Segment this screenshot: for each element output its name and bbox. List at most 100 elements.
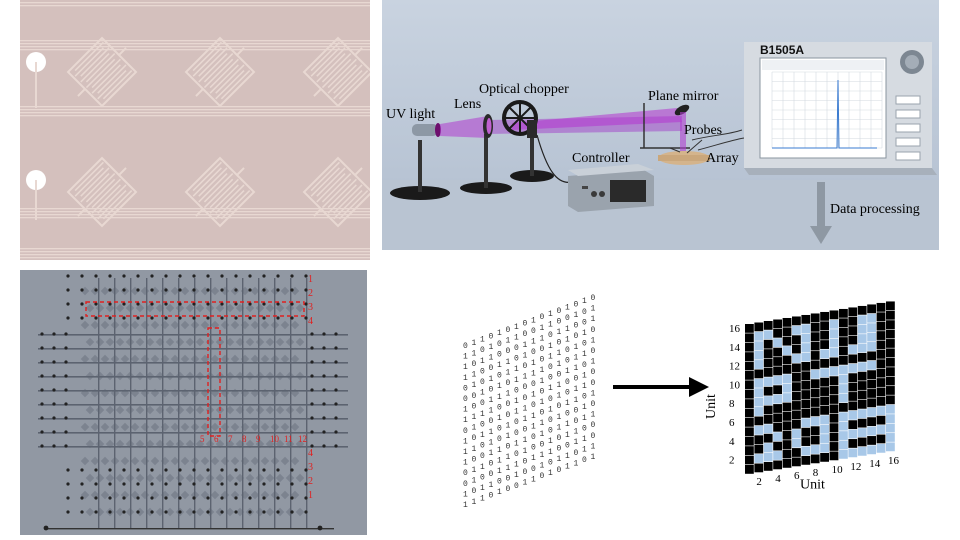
- heatmap-cell: [857, 418, 867, 428]
- heatmap-cell: [773, 460, 782, 470]
- heatmap-cell: [792, 325, 801, 335]
- heatmap-cell: [754, 407, 764, 416]
- binary-digit: 1: [540, 462, 545, 471]
- highlight-column-box: [207, 327, 221, 437]
- heatmap-cell: [839, 318, 848, 328]
- binary-digit: 1: [480, 410, 485, 419]
- heatmap-cell: [763, 414, 773, 424]
- binary-digit: 0: [497, 435, 502, 444]
- binary-digit: 1: [548, 384, 553, 393]
- heatmap-cell: [867, 436, 876, 445]
- binary-digit: 0: [557, 402, 562, 411]
- binary-digit: 1: [565, 420, 570, 429]
- heatmap-cell: [754, 322, 764, 332]
- binary-digit: 1: [514, 471, 519, 480]
- heatmap-cell: [763, 452, 773, 462]
- binary-digit: 0: [557, 434, 562, 443]
- electrode-micrograph-svg: [20, 2, 370, 259]
- binary-digit: 1: [531, 412, 536, 421]
- heatmap-cell: [848, 335, 858, 345]
- lens: [460, 114, 512, 194]
- heatmap-cell: [857, 446, 867, 456]
- binary-digit: 0: [565, 314, 570, 323]
- binary-digit: 1: [497, 329, 502, 338]
- binary-digit: 1: [480, 484, 485, 493]
- binary-digit: 0: [506, 379, 511, 388]
- heatmap-cell: [801, 408, 811, 418]
- heatmap-cell: [773, 338, 782, 348]
- binary-digit: 0: [548, 331, 553, 340]
- x-axis-label: Unit: [800, 477, 825, 492]
- binary-digit: 0: [565, 388, 570, 397]
- binary-digit: 1: [582, 414, 587, 423]
- heatmap-cell: [839, 346, 848, 356]
- binary-digit: 1: [574, 428, 579, 437]
- x-tick-label: 6: [794, 470, 800, 482]
- binary-digit: 1: [565, 463, 570, 472]
- heatmap-cell: [773, 441, 782, 451]
- heatmap-cell: [754, 360, 764, 369]
- heatmap-cell: [839, 327, 848, 337]
- heatmap-cell: [745, 455, 754, 465]
- binary-digit: 0: [514, 482, 519, 491]
- heatmap-cell: [839, 393, 848, 403]
- binary-digit: 1: [565, 367, 570, 376]
- binary-digit: 1: [506, 432, 511, 441]
- heatmap-cell: [792, 448, 801, 457]
- binary-digit: 1: [548, 321, 553, 330]
- binary-digit: 1: [531, 454, 536, 463]
- y-tick-label: 8: [729, 398, 735, 410]
- heatmap-cell: [867, 426, 876, 436]
- binary-digit: 0: [540, 440, 545, 449]
- heatmap-cell: [848, 307, 858, 317]
- binary-digit: 0: [557, 370, 562, 379]
- heatmap-cell: [857, 315, 867, 325]
- binary-digit: 0: [574, 417, 579, 426]
- binary-digit: 0: [582, 424, 587, 433]
- binary-digit: 1: [506, 390, 511, 399]
- binary-digit: 1: [557, 455, 562, 464]
- binary-digit: 1: [497, 382, 502, 391]
- heatmap-cell: [839, 440, 848, 450]
- binary-digit: 0: [514, 355, 519, 364]
- binary-digit: 0: [540, 472, 545, 481]
- heatmap-cell: [820, 443, 829, 453]
- binary-digit: 1: [548, 437, 553, 446]
- binary-digit: 1: [531, 475, 536, 484]
- heatmap-cell: [857, 437, 867, 447]
- binary-digit: 1: [591, 411, 596, 420]
- binary-digit: 1: [574, 459, 579, 468]
- heatmap-cell: [754, 416, 764, 426]
- heatmap-cell: [782, 346, 792, 355]
- heatmap-cell: [829, 432, 839, 442]
- binary-digit: 0: [497, 350, 502, 359]
- binary-digit: 0: [523, 320, 528, 329]
- heatmap-cell: [810, 369, 820, 379]
- binary-digit: 1: [463, 353, 468, 362]
- binary-digit: 0: [463, 342, 468, 351]
- binary-digit: 0: [523, 362, 528, 371]
- heatmap-cell: [782, 393, 792, 402]
- heatmap-cell: [829, 413, 839, 423]
- label-b1505a: B1505A: [760, 43, 804, 57]
- binary-digit: 0: [480, 442, 485, 451]
- binary-digit: 0: [557, 339, 562, 348]
- heatmap-cell: [848, 373, 858, 383]
- heatmap-cell: [782, 327, 792, 337]
- heatmap-cell: [867, 304, 876, 314]
- heatmap-cell: [792, 457, 801, 467]
- binary-digit: 0: [531, 444, 536, 453]
- binary-digit: 1: [463, 501, 468, 510]
- binary-digit: 1: [489, 354, 494, 363]
- heatmap-cell: [867, 360, 876, 370]
- heatmap-cell: [745, 427, 754, 437]
- heatmap-cell: [886, 357, 895, 367]
- binary-digit: 1: [531, 316, 536, 325]
- uv-beam: [440, 116, 488, 138]
- binary-digit: 1: [480, 495, 485, 504]
- heatmap-cell: [848, 392, 858, 401]
- heatmap-cell: [810, 360, 820, 370]
- binary-digit: 0: [574, 332, 579, 341]
- binary-digit: 0: [591, 379, 596, 388]
- binary-digit: 1: [565, 335, 570, 344]
